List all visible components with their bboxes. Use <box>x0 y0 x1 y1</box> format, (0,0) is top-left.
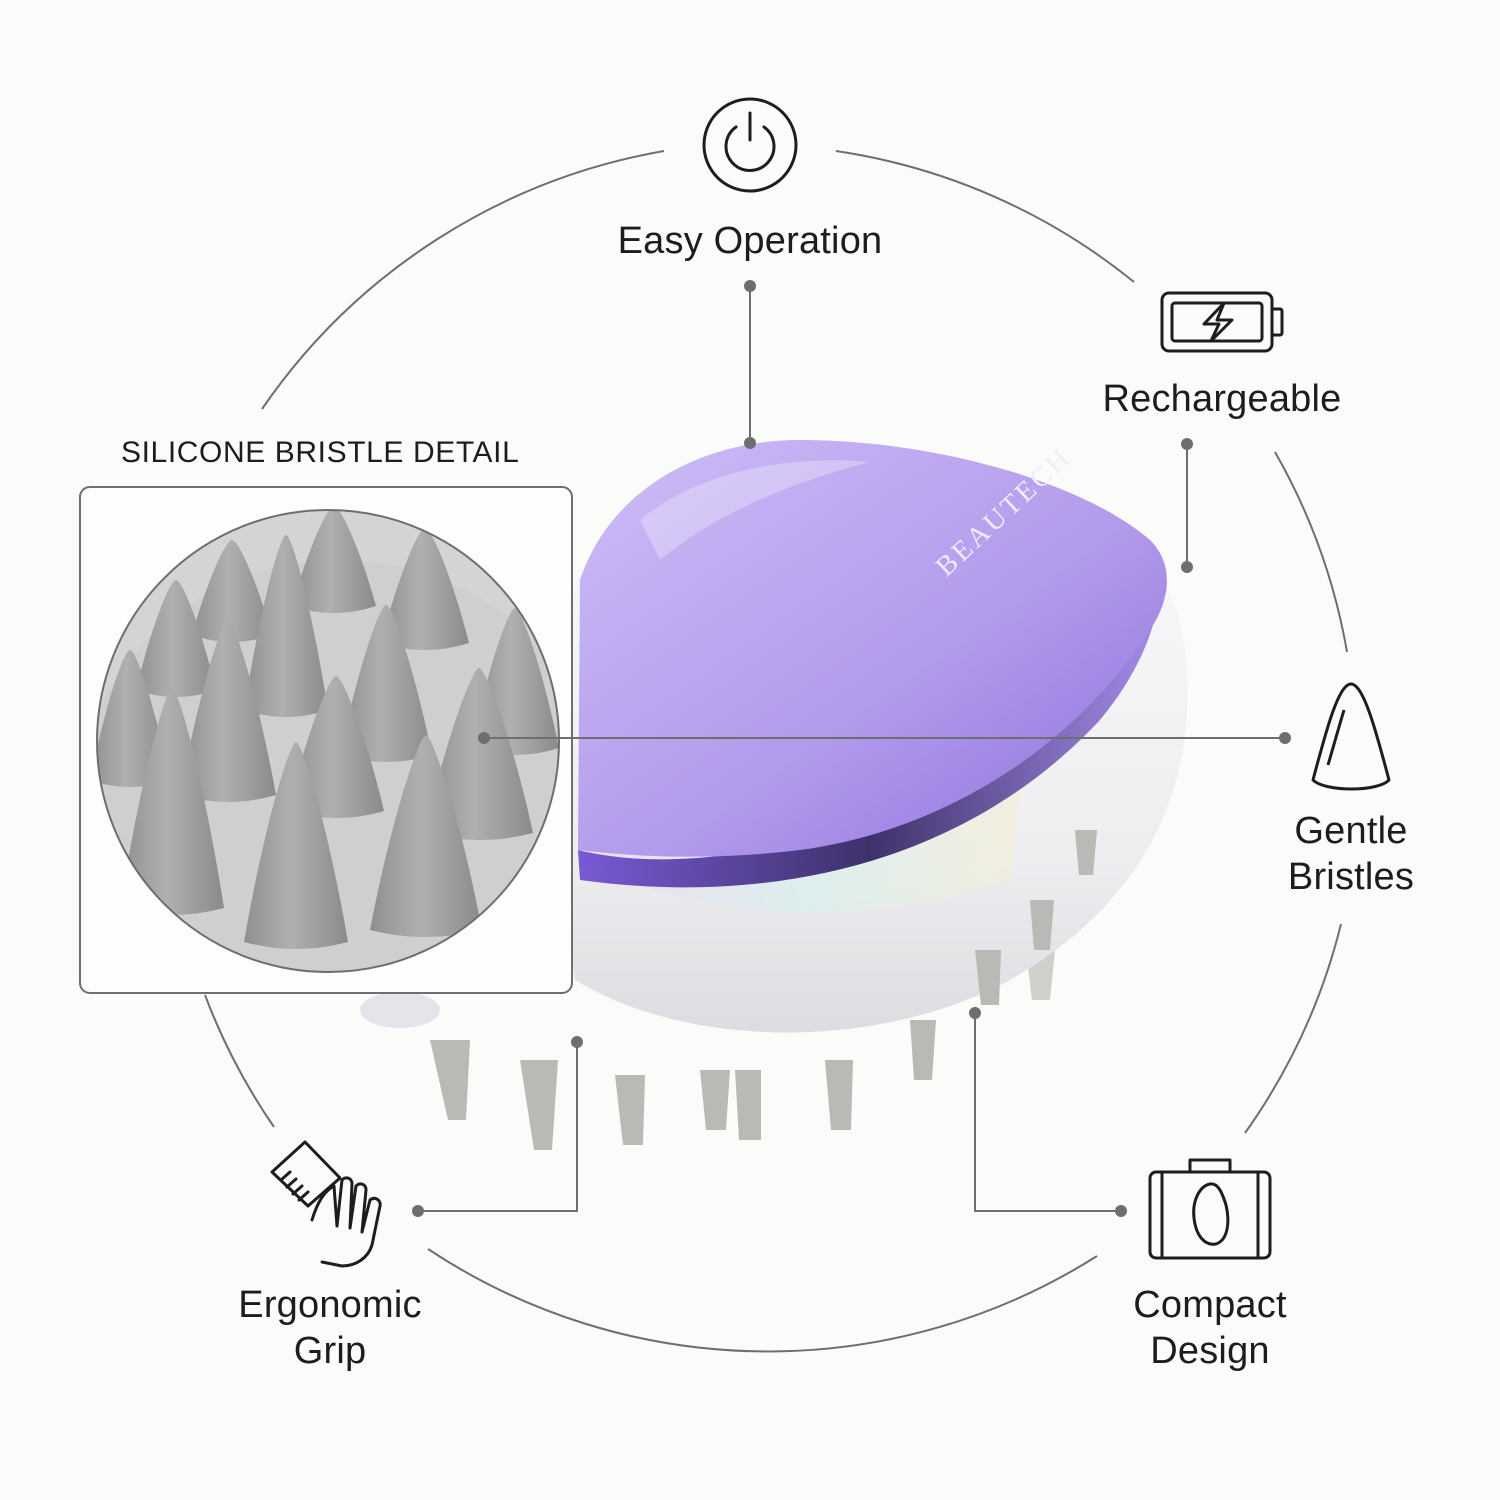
feature-ring <box>204 150 1348 1353</box>
power-icon <box>702 97 798 193</box>
compact-design-line2: Design <box>1150 1330 1270 1372</box>
bristle-closeup <box>97 510 559 972</box>
silicone-bristle-6 <box>244 535 328 717</box>
easy-operation-text: Easy Operation <box>617 220 883 262</box>
silicone-bristle-14 <box>370 735 482 937</box>
ergonomic-grip-line2: Grip <box>293 1330 367 1372</box>
ergonomic-grip-line1: Ergonomic <box>238 1284 422 1326</box>
bristle-cone-icon <box>1311 682 1391 791</box>
hand-comb-icon <box>270 1140 382 1268</box>
battery-charging-icon <box>1160 291 1284 353</box>
silicone-bristle-3 <box>381 528 469 650</box>
travel-case-icon <box>1148 1158 1272 1260</box>
silicone-bristle-5 <box>136 580 216 697</box>
bristle-detail-panel <box>79 486 573 994</box>
callout-dots <box>412 280 1291 1217</box>
rechargeable-text: Rechargeable <box>1102 378 1342 420</box>
silicone-bristle-12 <box>120 688 224 915</box>
silicone-bristle-2 <box>292 510 376 613</box>
product-image <box>360 440 1188 1150</box>
silicone-bristle-11 <box>425 668 533 840</box>
gentle-bristles-line1: Gentle <box>1294 810 1408 852</box>
feature-label-ergonomic-grip: Ergonomic Grip <box>200 1282 460 1374</box>
silicone-bristle-1 <box>192 540 272 642</box>
silicone-bristle-9 <box>180 620 276 802</box>
silicone-bristle-13 <box>244 742 348 949</box>
feature-label-rechargeable: Rechargeable <box>1067 376 1377 422</box>
detail-title: SILICONE BRISTLE DETAIL <box>121 436 520 469</box>
callout-lines <box>418 286 1285 1212</box>
silicone-bristle-7 <box>340 605 432 762</box>
feature-label-gentle-bristles: Gentle Bristles <box>1251 808 1451 900</box>
feature-label-compact-design: Compact Design <box>1085 1282 1335 1374</box>
gentle-bristles-line2: Bristles <box>1287 856 1415 898</box>
compact-design-line1: Compact <box>1133 1284 1287 1326</box>
silicone-bristle-8 <box>97 650 170 787</box>
feature-label-easy-operation: Easy Operation <box>565 218 935 264</box>
